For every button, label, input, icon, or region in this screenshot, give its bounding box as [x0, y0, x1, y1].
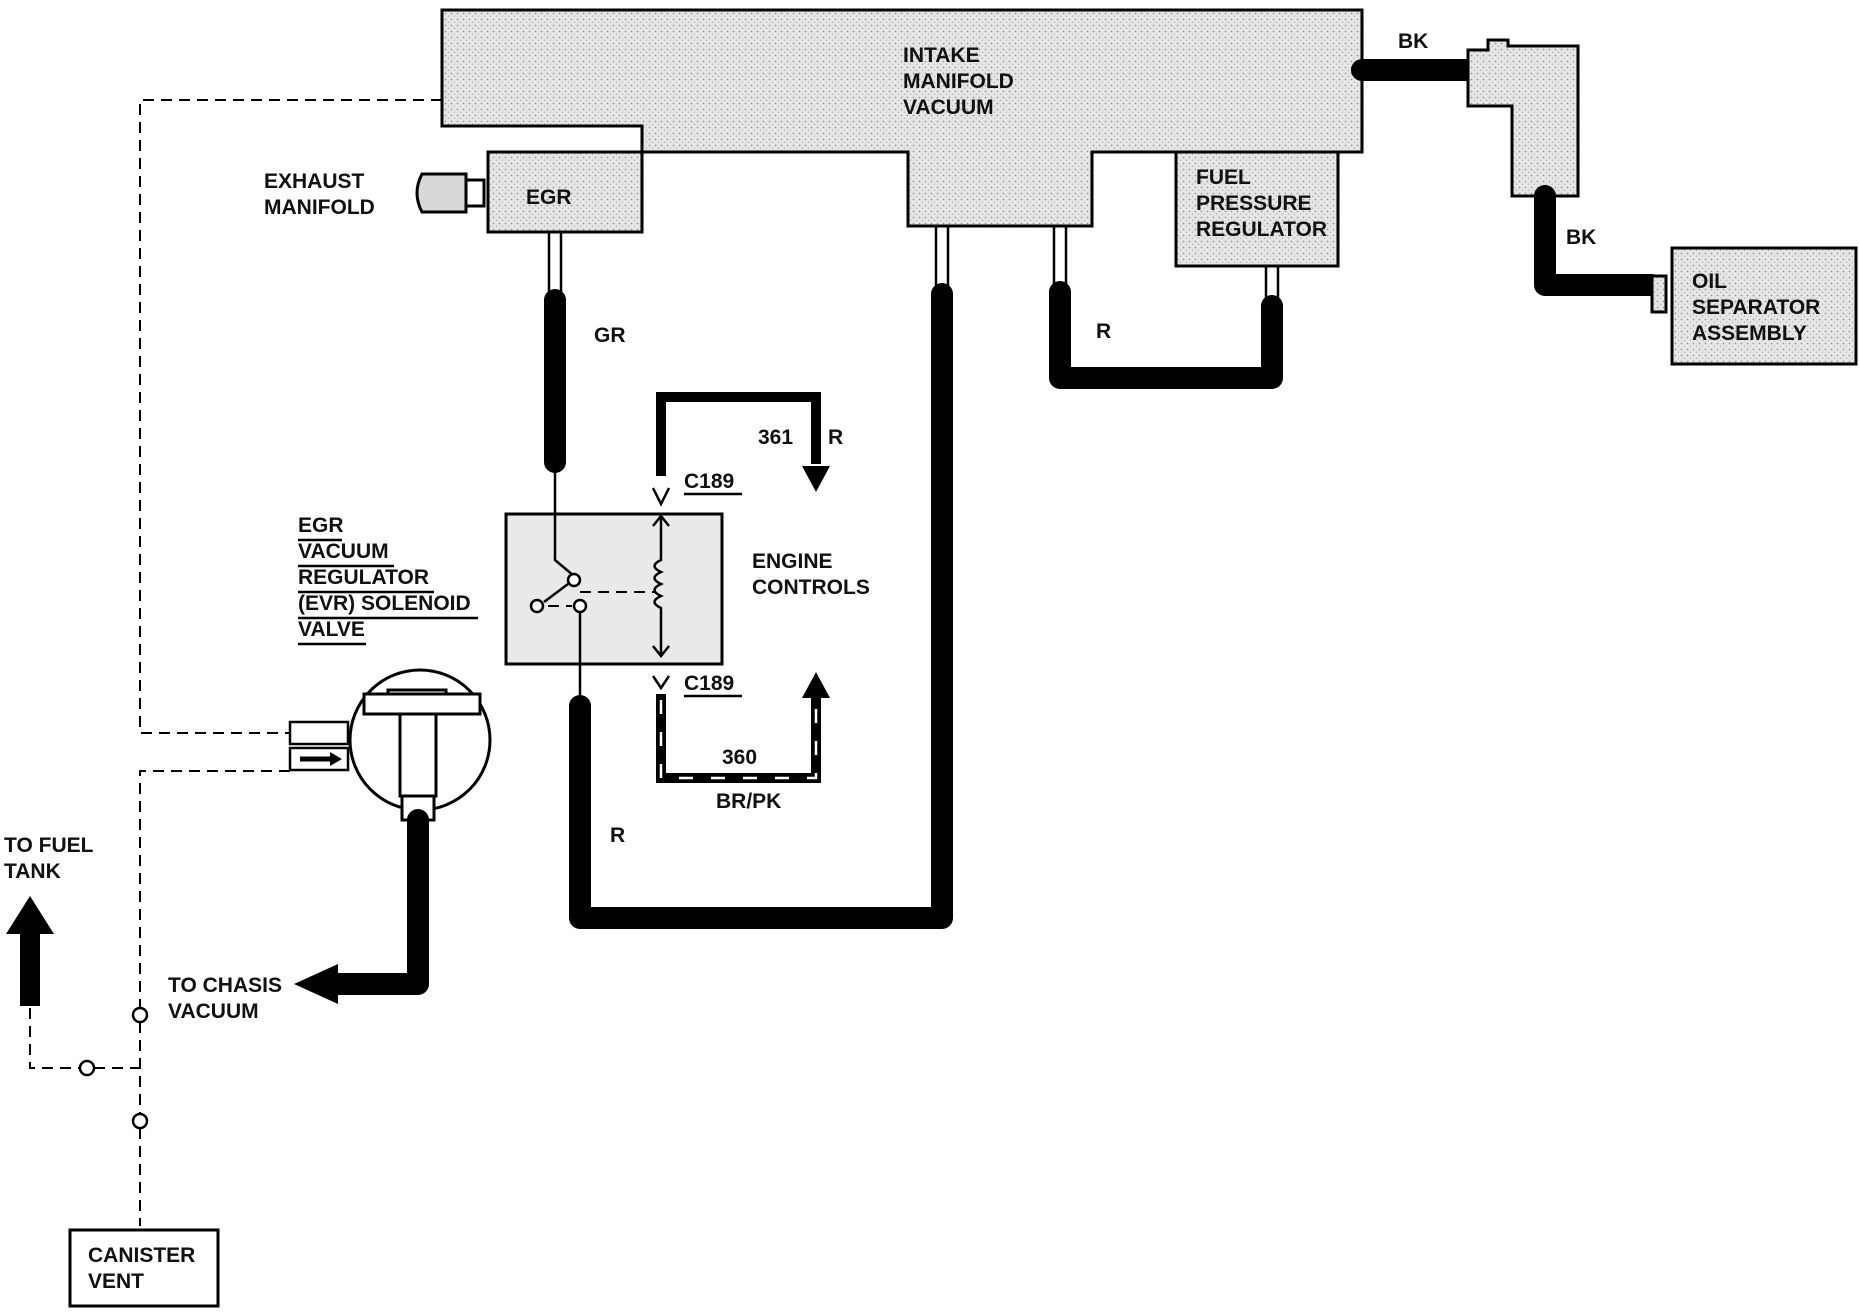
evr-label-line4: (EVR) SOLENOID	[298, 592, 471, 615]
gr-hose-label: GR	[594, 324, 626, 347]
exhaust-manifold: EXHAUST MANIFOLD	[264, 170, 486, 219]
oil-separator-label-line1: OIL	[1692, 270, 1727, 293]
vapor-lines	[29, 99, 442, 1226]
bk-top-label: BK	[1398, 30, 1428, 53]
fpr-label-line1: FUEL	[1196, 166, 1251, 189]
intake-manifold: INTAKE MANIFOLD VACUUM	[440, 8, 1364, 228]
wire-361-arrow-icon	[802, 466, 830, 492]
c189-top-label: C189	[684, 470, 734, 493]
canister-vent-label-line1: CANISTER	[88, 1244, 195, 1267]
wire-360-arrow-icon	[802, 672, 830, 698]
oil-separator-label-line2: SEPARATOR	[1692, 296, 1820, 319]
evr-label-line2: VACUUM	[298, 540, 389, 563]
r-lower-hose-label: R	[610, 824, 625, 847]
circuit-360-label: 360	[722, 746, 757, 769]
evr-label-line1: EGR	[298, 514, 344, 537]
canister-vent: CANISTER VENT	[68, 1228, 220, 1308]
exhaust-manifold-label-line1: EXHAUST	[264, 170, 365, 193]
egr-valve: EGR	[486, 150, 644, 234]
canister-vent-label-line2: VENT	[88, 1270, 144, 1293]
wire-360: C189 360 BR/PK	[651, 672, 830, 813]
fuel-tank-label-line1: TO FUEL	[4, 834, 94, 857]
r-vacuum-hose-lower: R	[569, 224, 953, 929]
intake-manifold-label-line1: INTAKE	[903, 44, 980, 67]
fuel-tank-label-line2: TANK	[4, 860, 61, 883]
chassis-vacuum-arrow-icon	[294, 964, 338, 1004]
engine-controls-label-line1: ENGINE	[752, 550, 833, 573]
oil-separator-label-line3: ASSEMBLY	[1692, 322, 1807, 345]
fuel-tank-arrow-icon	[6, 896, 54, 1006]
evr-label-line5: VALVE	[298, 618, 365, 641]
chassis-label-line2: VACUUM	[168, 1000, 259, 1023]
exhaust-manifold-label-line2: MANIFOLD	[264, 196, 375, 219]
fuel-tank-line: TO FUEL TANK	[4, 834, 94, 1006]
engine-controls-label-line2: CONTROLS	[752, 576, 870, 599]
br-pk-label: BR/PK	[716, 790, 781, 813]
egr-valve-label: EGR	[526, 186, 572, 209]
fpr-label-line2: PRESSURE	[1196, 192, 1312, 215]
intake-manifold-label-line3: VACUUM	[903, 96, 994, 119]
oil-separator-assembly: OIL SEPARATOR ASSEMBLY	[1670, 246, 1858, 366]
gr-vacuum-hose: GR	[544, 230, 626, 514]
fuel-pressure-regulator: FUEL PRESSURE REGULATOR	[1174, 150, 1340, 268]
r-361-label: R	[828, 426, 843, 449]
wire-361: 361 R C189	[651, 392, 843, 507]
chassis-vacuum-hose: TO CHASIS VACUUM	[168, 809, 429, 1023]
bk-hose-oil-separator: BK BK	[1351, 30, 1668, 314]
r-fpr-hose-label: R	[1096, 320, 1111, 343]
evr-label-line3: REGULATOR	[298, 566, 429, 589]
chassis-label-line1: TO CHASIS	[168, 974, 282, 997]
c189-bottom-label: C189	[684, 672, 734, 695]
fpr-label-line3: REGULATOR	[1196, 218, 1327, 241]
circuit-361-label: 361	[758, 426, 793, 449]
fpr-vacuum-hose: R	[1049, 224, 1283, 389]
canister-purge-valve	[288, 668, 492, 822]
evr-solenoid-valve: EGR VACUUM REGULATOR (EVR) SOLENOID VALV…	[298, 512, 724, 706]
intake-manifold-label-line2: MANIFOLD	[903, 70, 1014, 93]
bk-right-label: BK	[1566, 226, 1596, 249]
